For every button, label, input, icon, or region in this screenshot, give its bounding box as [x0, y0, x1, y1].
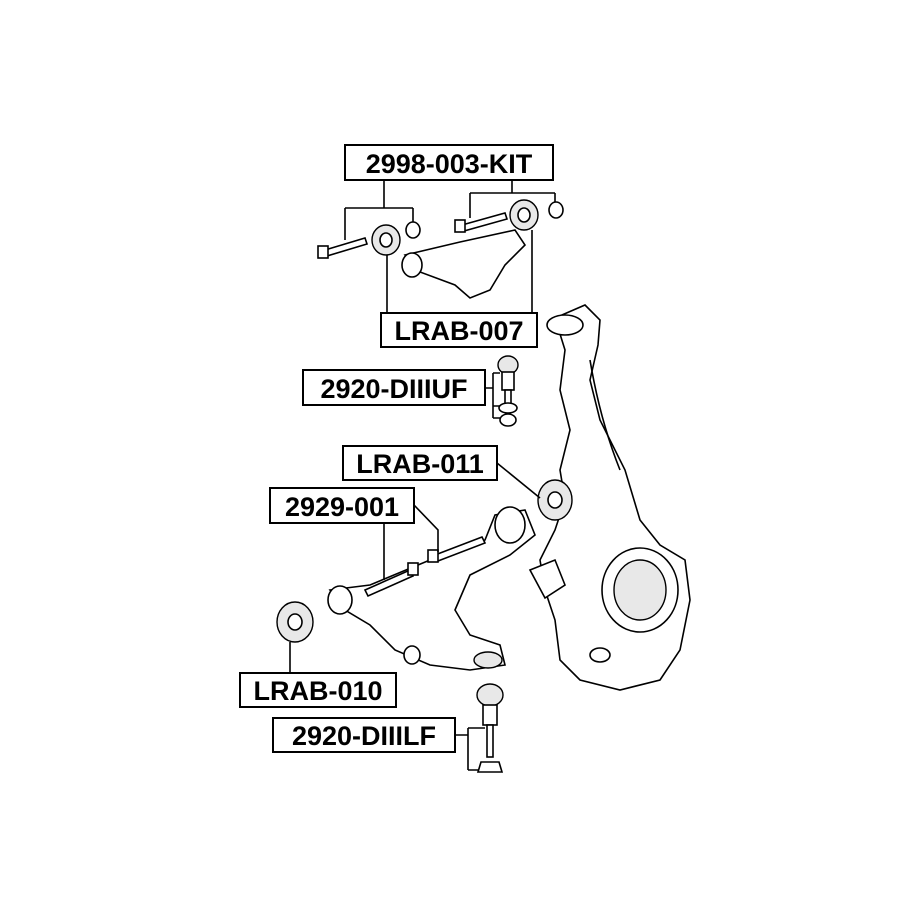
lower-ball-joint — [476, 683, 504, 773]
upper-arm-right-bushing — [509, 199, 539, 231]
lower-arm-bolt-1 — [363, 562, 419, 598]
lower-control-arm — [327, 506, 536, 671]
svg-text:2920-DIIIUF: 2920-DIIIUF — [320, 374, 467, 404]
upper-arm-left-nut — [405, 221, 421, 239]
label-lrab-007: LRAB-007 — [380, 312, 538, 348]
svg-text:LRAB-010: LRAB-010 — [253, 676, 382, 706]
svg-text:2998-003-KIT: 2998-003-KIT — [366, 149, 533, 179]
label-2920-diiiuf: 2920-DIIIUF — [302, 369, 486, 406]
svg-text:2929-001: 2929-001 — [285, 492, 399, 522]
label-2929-001: 2929-001 — [269, 487, 415, 524]
steering-knuckle — [528, 304, 691, 691]
svg-text:LRAB-011: LRAB-011 — [356, 449, 484, 479]
lower-arm-rear-bushing — [537, 479, 573, 521]
upper-arm-left-bushing — [371, 224, 401, 256]
upper-control-arm — [401, 229, 527, 299]
svg-text:LRAB-007: LRAB-007 — [394, 316, 523, 346]
label-2920-diiilf: 2920-DIIILF — [272, 717, 456, 753]
upper-arm-right-bolt — [454, 212, 509, 233]
label-lrab-010: LRAB-010 — [239, 672, 397, 708]
label-lrab-011: LRAB-011 — [342, 445, 498, 481]
leader-lines — [289, 180, 556, 771]
upper-ball-joint — [497, 355, 519, 427]
svg-text:2920-DIIILF: 2920-DIIILF — [292, 721, 436, 751]
upper-arm-left-bolt — [317, 237, 369, 259]
lower-arm-front-bushing — [276, 601, 314, 643]
label-2998-003-kit: 2998-003-KIT — [344, 144, 554, 181]
lower-arm-bolt-2 — [427, 535, 487, 563]
upper-arm-right-nut — [548, 201, 564, 219]
